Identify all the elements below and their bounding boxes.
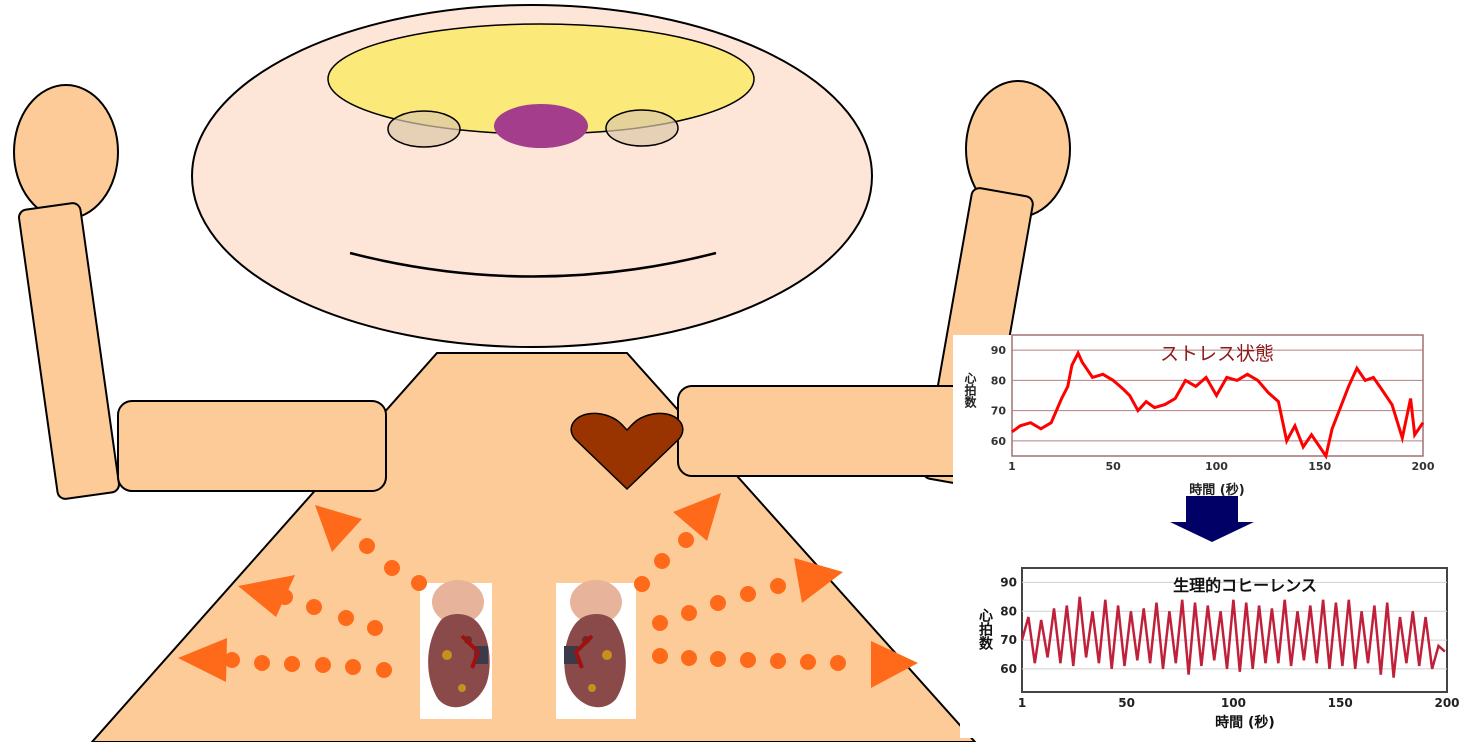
head xyxy=(192,5,872,347)
coherence-x-tick-label: 200 xyxy=(1434,696,1459,710)
coherence-chart-title: 生理的コヒーレンス xyxy=(1173,576,1317,595)
left-kidney-icon xyxy=(420,580,492,719)
stress-y-tick-label: 70 xyxy=(991,405,1007,418)
stress-x-tick-label: 150 xyxy=(1308,460,1331,473)
right-eye xyxy=(606,110,678,146)
coherence-x-tick-label: 100 xyxy=(1221,696,1246,710)
coherence-y-tick-label: 70 xyxy=(1000,633,1017,647)
stress-chart-xlabel: 時間 (秒) xyxy=(1189,482,1244,498)
stress-chart-ylabel: 心拍数 xyxy=(963,372,977,409)
pituitary xyxy=(494,104,588,148)
coherence-y-tick-label: 60 xyxy=(1000,662,1017,676)
coherence-y-tick-label: 90 xyxy=(1000,575,1017,589)
left-hand xyxy=(14,85,118,219)
stress-x-tick-label: 50 xyxy=(1106,460,1122,473)
right-kidney-icon xyxy=(556,580,636,719)
coherence-chart-xlabel: 時間 (秒) xyxy=(1215,714,1275,731)
stress-x-tick-label: 1 xyxy=(1008,460,1016,473)
stress-y-tick-label: 90 xyxy=(991,344,1007,357)
coherence-y-tick-label: 80 xyxy=(1000,604,1017,618)
right-forearm xyxy=(678,386,970,476)
stress-x-tick-label: 100 xyxy=(1205,460,1228,473)
stress-y-tick-label: 80 xyxy=(991,374,1007,387)
stress-x-tick-label: 200 xyxy=(1412,460,1435,473)
left-upper-arm xyxy=(18,202,120,500)
left-eye xyxy=(388,111,460,147)
left-forearm xyxy=(118,401,386,491)
coherence-x-tick-label: 1 xyxy=(1018,696,1026,710)
coherence-x-tick-label: 50 xyxy=(1118,696,1135,710)
coherence-x-tick-label: 150 xyxy=(1328,696,1353,710)
stress-chart-title: ストレス状態 xyxy=(1160,343,1274,365)
coherence-chart-ylabel: 心拍数 xyxy=(977,608,993,651)
stress-y-tick-label: 60 xyxy=(991,435,1007,448)
